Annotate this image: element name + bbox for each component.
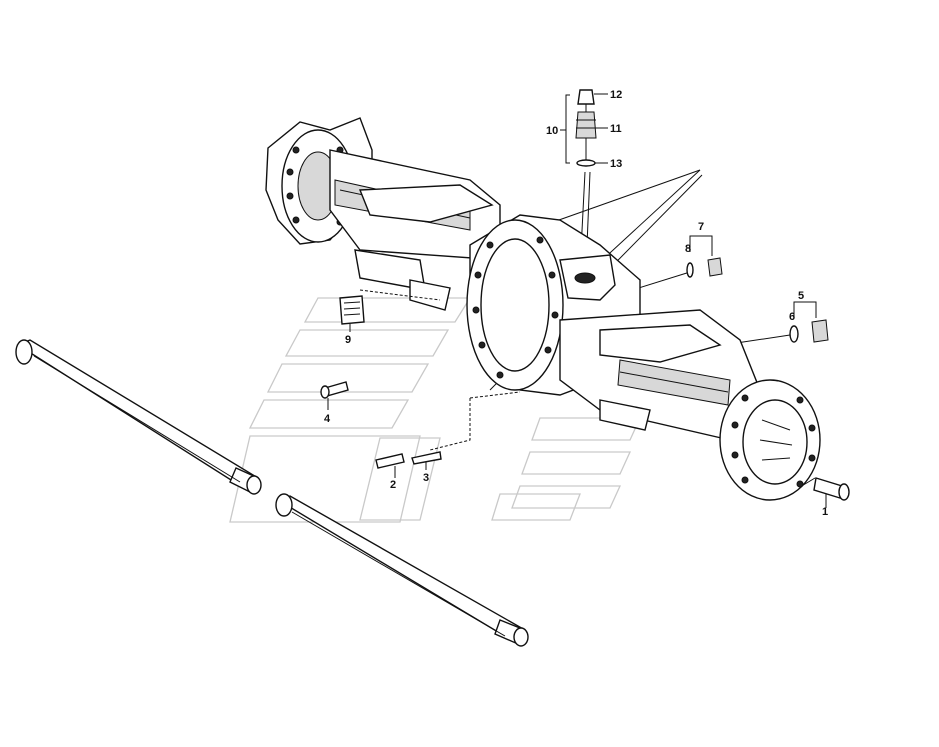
watermark-logo [229, 297, 642, 523]
callout-2: 2 [390, 479, 396, 491]
callout-6: 6 [789, 311, 795, 323]
plug-5-6 [789, 301, 829, 343]
callout-13: 13 [610, 158, 622, 170]
center-housing [466, 214, 641, 396]
callout-10: 10 [546, 125, 558, 137]
callout-8: 8 [685, 243, 691, 255]
bolt-1 [813, 477, 850, 508]
axle-shaft-lower [275, 493, 529, 647]
left-housing-arm [265, 117, 501, 311]
dashed-leaders [359, 289, 521, 451]
callout-5: 5 [798, 290, 804, 302]
bolt-4 [320, 381, 349, 410]
callout-9: 9 [345, 334, 351, 346]
callout-11: 11 [610, 123, 622, 135]
callout-1: 1 [822, 506, 828, 518]
callout-labels: 1 2 3 4 5 6 7 8 9 10 11 12 13 [324, 89, 828, 518]
pins-2-3 [375, 451, 442, 478]
breather-assembly [560, 89, 608, 167]
callout-3: 3 [423, 472, 429, 484]
callout-7: 7 [698, 221, 704, 233]
plate-9 [339, 295, 365, 332]
axle-shaft-upper [15, 339, 262, 495]
plug-7-8 [686, 235, 723, 278]
right-housing-arm [559, 309, 821, 501]
callout-4: 4 [324, 413, 331, 425]
callout-12: 12 [610, 89, 622, 101]
